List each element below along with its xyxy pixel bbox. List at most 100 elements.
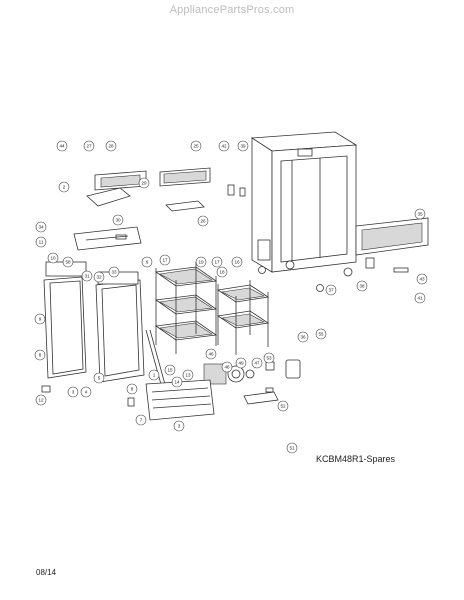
- bracket-part: [365, 257, 375, 269]
- callout-11: 11: [35, 236, 47, 248]
- callout-number: 27: [86, 144, 92, 149]
- callout-bubble: [93, 271, 105, 283]
- callout-number: 19: [198, 260, 204, 265]
- bracket-part: [393, 267, 409, 273]
- callout-5: 5: [93, 372, 105, 384]
- callout-bubble: [34, 313, 46, 325]
- callout-58: 58: [62, 256, 74, 268]
- callout-bubble: [35, 236, 47, 248]
- callout-bubble: [105, 140, 117, 152]
- callout-bubble: [93, 372, 105, 384]
- callout-51: 51: [286, 442, 298, 454]
- callout-number: 52: [280, 404, 286, 409]
- callout-bubble: [35, 394, 47, 406]
- callout-number: 49: [238, 361, 244, 366]
- callout-bubble: [83, 140, 95, 152]
- callout-bubble: [218, 140, 230, 152]
- callout-26: 26: [197, 215, 209, 227]
- hinge-part: [127, 397, 135, 407]
- callout-bubble: [80, 386, 92, 398]
- callout-bubble: [34, 349, 46, 361]
- callout-number: 8: [131, 387, 134, 392]
- bracket-part: [239, 187, 246, 197]
- callout-6: 6: [141, 256, 153, 268]
- callout-bubble: [81, 270, 93, 282]
- callout-number: 6: [146, 260, 149, 265]
- callout-number: 53: [266, 356, 272, 361]
- callout-bubble: [173, 420, 185, 432]
- callout-number: 32: [96, 275, 102, 280]
- callout-8: 8: [126, 383, 138, 395]
- door-right: [95, 271, 145, 383]
- top-tray: [86, 170, 147, 207]
- callout-29: 29: [138, 177, 150, 189]
- callout-33: 33: [108, 266, 120, 278]
- callout-46: 46: [205, 348, 217, 360]
- clip-part: [265, 387, 274, 393]
- callout-13: 13: [182, 369, 194, 381]
- callout-bubble: [126, 383, 138, 395]
- callout-36: 36: [297, 331, 309, 343]
- callout-30: 30: [112, 214, 124, 226]
- callout-17: 17: [159, 254, 171, 266]
- callout-number: 17: [162, 258, 168, 263]
- callout-bubble: [164, 364, 176, 376]
- callout-44: 44: [56, 140, 68, 152]
- callout-bubble: [62, 256, 74, 268]
- callout-bubble: [205, 348, 217, 360]
- callout-number: 42: [221, 144, 227, 149]
- site-watermark: AppliancePartsPros.com: [169, 4, 295, 16]
- callout-28: 28: [105, 140, 117, 152]
- callout-bubble: [58, 181, 70, 193]
- callout-number: 8: [39, 353, 42, 358]
- callout-number: 44: [59, 144, 65, 149]
- callout-bubble: [286, 442, 298, 454]
- callout-bubble: [135, 414, 147, 426]
- callout-number: 16: [234, 260, 240, 265]
- callout-bubble: [416, 273, 428, 285]
- callout-bubble: [315, 328, 327, 340]
- callout-number: 2: [63, 185, 66, 190]
- callout-number: 51: [289, 446, 295, 451]
- callout-bubble: [108, 266, 120, 278]
- callout-27: 27: [83, 140, 95, 152]
- callout-bubble: [235, 357, 247, 369]
- callout-bubble: [414, 292, 426, 304]
- callout-bubble: [277, 400, 289, 412]
- callout-32: 32: [93, 271, 105, 283]
- callout-bubble: [195, 256, 207, 268]
- cabinet-body: [250, 131, 358, 292]
- callout-12: 12: [35, 394, 47, 406]
- callout-41: 41: [414, 292, 426, 304]
- callout-number: 55: [318, 332, 324, 337]
- callout-number: 26: [200, 219, 206, 224]
- callout-number: 11: [39, 240, 44, 245]
- callout-38: 38: [356, 280, 368, 292]
- callout-number: 43: [419, 277, 425, 282]
- callout-number: 4: [85, 390, 88, 395]
- callout-number: 15: [167, 368, 173, 373]
- callout-9: 9: [34, 313, 46, 325]
- callout-number: 7: [140, 418, 143, 423]
- callout-number: 29: [141, 181, 147, 186]
- callout-bubble: [141, 256, 153, 268]
- callout-16: 16: [231, 256, 243, 268]
- callout-34: 34: [35, 221, 47, 233]
- callout-number: 37: [328, 288, 334, 293]
- callout-number: 38: [359, 284, 365, 289]
- callout-bubble: [356, 280, 368, 292]
- callout-number: 47: [254, 361, 260, 366]
- callout-number: 30: [115, 218, 121, 223]
- drip-tray: [243, 391, 279, 405]
- date-code: 08/14: [36, 568, 57, 577]
- callout-bubble: [148, 369, 160, 381]
- callout-bubble: [171, 376, 183, 388]
- callout-3: 3: [173, 420, 185, 432]
- callout-number: 14: [174, 380, 180, 385]
- callout-number: 12: [38, 398, 44, 403]
- callout-52: 52: [277, 400, 289, 412]
- callout-bubble: [182, 369, 194, 381]
- callout-number: 41: [417, 296, 423, 301]
